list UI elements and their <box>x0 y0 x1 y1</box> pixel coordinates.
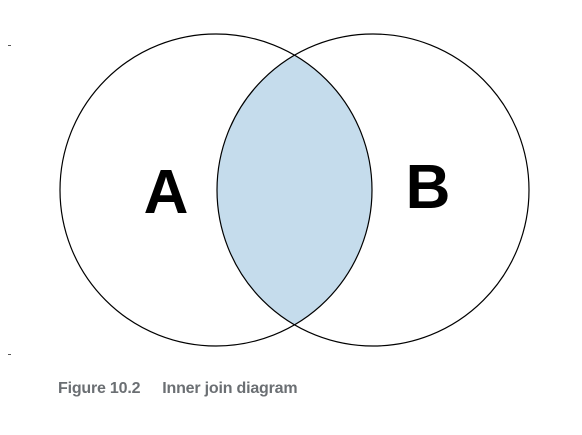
intersection-region <box>217 34 372 346</box>
set-b-circle <box>216 33 530 347</box>
margin-tick-top <box>8 45 11 46</box>
venn-diagram: A B <box>59 33 530 347</box>
set-a-label: A <box>144 158 189 227</box>
figure-caption: Figure 10.2 Inner join diagram <box>58 380 298 398</box>
margin-tick-bottom <box>8 354 11 355</box>
figure-title: Inner join diagram <box>162 380 298 397</box>
set-a-circle <box>59 33 373 347</box>
figure-number: Figure 10.2 <box>58 380 141 397</box>
set-b-label: B <box>406 153 451 222</box>
